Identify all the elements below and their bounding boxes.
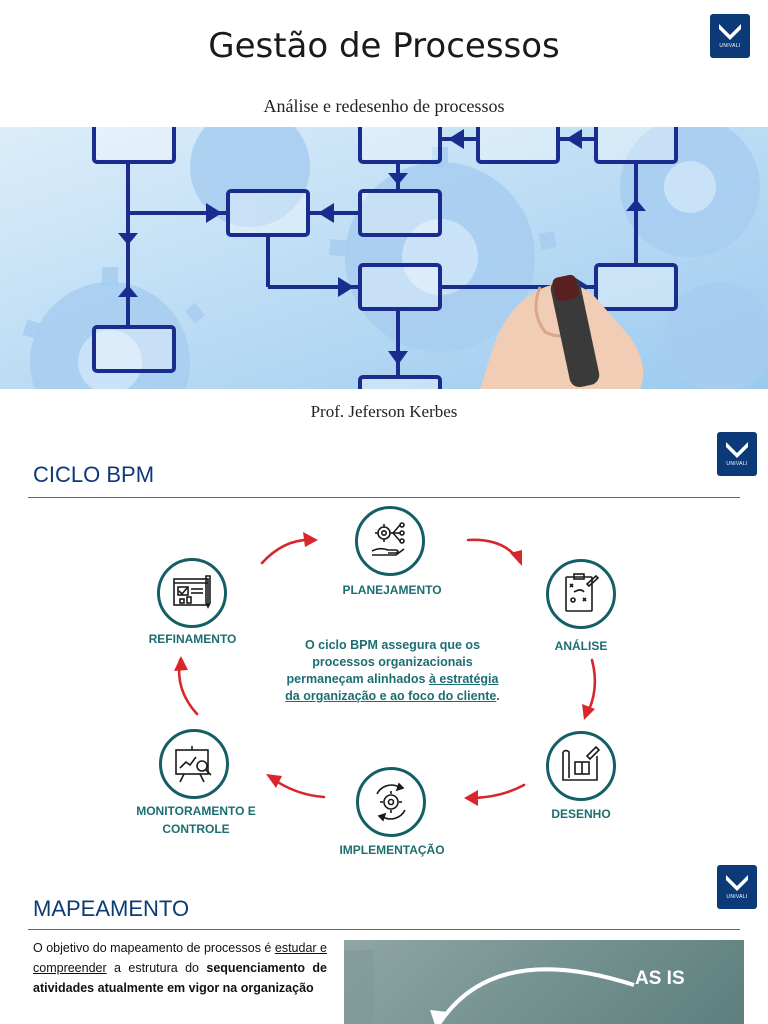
paragraph-text-1: O objetivo do mapeamento de processos é: [33, 941, 275, 955]
presentation-magnifier-icon: [175, 746, 212, 783]
bpm-cycle-description: O ciclo BPM assegura que os processos or…: [270, 637, 515, 705]
monitoramento-label-line1: MONITORAMENTO E: [136, 804, 256, 818]
paragraph-bold: sequenciamento de atividades atualmente …: [33, 961, 328, 995]
logo-text: UNIVALI: [726, 894, 748, 900]
description-line-4-end: .: [496, 689, 500, 703]
gear-cycle-icon: [376, 782, 406, 822]
mapeamento-title: MAPEAMENTO: [33, 896, 190, 921]
description-link-estrategia: à estratégia: [428, 672, 499, 686]
planejamento-circle: [355, 506, 425, 576]
implementacao-label: IMPLEMENTAÇÃO: [339, 843, 445, 857]
refinamento-label: REFINAMENTO: [148, 632, 237, 646]
univali-logo-icon: [726, 441, 748, 458]
arrow-planejamento-analise: [466, 538, 522, 564]
analise-circle: [546, 559, 616, 629]
univali-logo: UNIVALI: [717, 865, 757, 909]
presentation-subtitle: Análise e redesenho de processos: [263, 96, 505, 116]
gear-network-icon: [371, 522, 405, 556]
monitoramento-circle: [159, 729, 229, 799]
blueprint-icon: [562, 745, 601, 781]
logo-text: UNIVALI: [726, 461, 748, 467]
desenho-label: DESENHO: [551, 807, 611, 821]
description-line-3-text: permaneçam alinhados: [286, 672, 429, 686]
description-line-1: O ciclo BPM assegura que os: [304, 638, 481, 652]
mapeamento-paragraph: O objetivo do mapeamento de processos é …: [33, 938, 327, 998]
title-divider: [28, 929, 740, 930]
description-line-4: da organização e ao foco do cliente.: [270, 688, 515, 705]
description-line-3: permaneçam alinhados à estratégia: [270, 671, 515, 688]
paragraph-link-estudar: estudar e compreender: [33, 941, 328, 975]
strategy-board-icon: [565, 573, 600, 612]
presentation-title: Gestão de Processos: [208, 26, 560, 66]
description-link-organizacao: da organização e ao foco do cliente: [285, 689, 497, 703]
arrow-desenho-implementacao: [468, 783, 526, 800]
univali-logo: UNIVALI: [717, 432, 757, 476]
description-line-2: processos organizacionais: [312, 655, 473, 669]
bpm-cycle-title: CICLO BPM: [33, 462, 155, 487]
cycle-arc-graphic: [344, 950, 635, 1024]
as-is-image: [344, 940, 744, 1024]
paragraph-text-2: a estrutura do: [106, 961, 207, 975]
refinamento-circle: [157, 558, 227, 628]
paragraph-bold-cut: vigor na organização: [188, 981, 314, 995]
univali-logo-icon: [719, 23, 741, 40]
process-flow-banner-image: [0, 127, 768, 389]
planejamento-label: PLANEJAMENTO: [342, 583, 442, 597]
analise-label: ANÁLISE: [554, 639, 608, 653]
desenho-circle: [546, 731, 616, 801]
blueprint-refine-icon: [173, 575, 211, 609]
author-name: Prof. Jeferson Kerbes: [310, 402, 458, 421]
univali-logo-icon: [726, 874, 748, 891]
univali-logo: UNIVALI: [710, 14, 750, 58]
logo-text: UNIVALI: [719, 43, 741, 49]
title-slide: Gestão de Processos UNIVALI Análise e re…: [0, 0, 768, 430]
implementacao-circle: [356, 767, 426, 837]
as-is-label: AS IS: [635, 968, 685, 989]
monitoramento-label-line2: CONTROLE: [162, 822, 230, 836]
title-divider: [28, 497, 740, 498]
